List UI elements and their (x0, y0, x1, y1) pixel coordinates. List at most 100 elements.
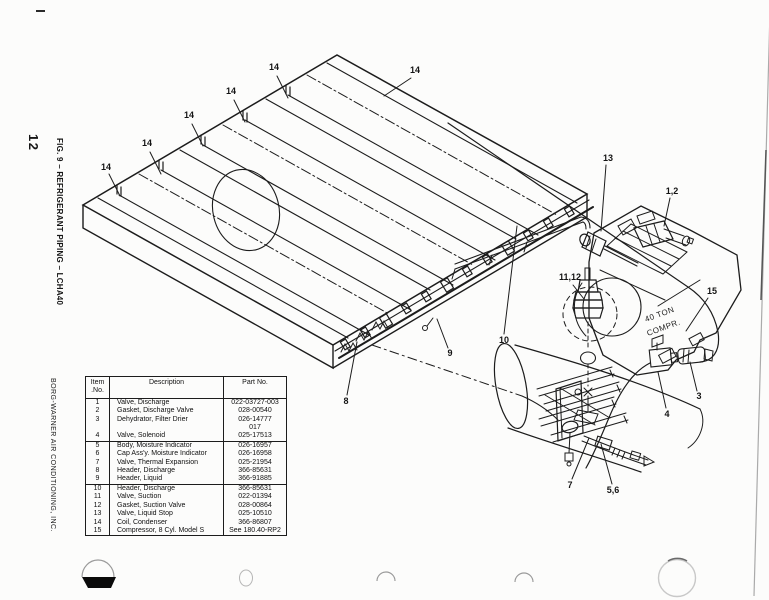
punch-hole (376, 571, 396, 582)
callout-label: 15 (707, 286, 717, 296)
table-cell-part: 028-00540 (238, 407, 272, 415)
table-cell-item: 8 (86, 467, 110, 476)
punch-hole (657, 558, 697, 598)
table-cell-item: 9 (86, 475, 110, 484)
parts-table-header: Item .No. Description Part No. (86, 377, 286, 399)
filter-drier (677, 346, 706, 365)
table-cell-description: Body, Moisture Indicator (110, 441, 224, 451)
scan-artifacts (81, 26, 769, 598)
callout-label: 14 (142, 138, 152, 148)
callout-label: 8 (343, 396, 348, 406)
table-cell-description: Coil, Condenser (110, 518, 224, 527)
table-cell-item: 12 (86, 501, 110, 511)
table-cell-description: Cap Ass'y. Moisture Indicator (110, 450, 224, 459)
table-cell-part: 366-85631 (238, 467, 272, 475)
table-cell-description: Gasket, Discharge Valve (110, 407, 224, 416)
punch-hole (514, 572, 534, 583)
scan-mark (36, 10, 45, 12)
table-cell-description: Valve, Solenoid (110, 432, 224, 441)
table-cell-item: 10 (86, 484, 110, 494)
callout-label: 10 (499, 335, 509, 345)
table-cell-item: 11 (86, 493, 110, 502)
table-cell-item: 6 (86, 450, 110, 459)
table-cell-part: 366-85631 (238, 484, 272, 492)
callout-label: 5,6 (607, 485, 620, 495)
compressor-barrel (493, 342, 704, 473)
table-cell-description: Header, Discharge (110, 467, 224, 476)
table-cell-item: 2 (86, 407, 110, 416)
table-cell-item: 4 (86, 432, 110, 441)
column-header-description: Description (110, 377, 224, 398)
solenoid-valve (648, 347, 673, 368)
table-cell-description: Compressor, 8 Cyl. Model S (110, 526, 224, 536)
discharge-valve (633, 210, 695, 248)
table-cell-part: 025-21954 (238, 458, 272, 466)
table-cell-description: Valve, Liquid Stop (110, 510, 224, 519)
table-cell-description: Valve, Thermal Expansion (110, 458, 224, 468)
table-cell-item: 1 (86, 398, 110, 408)
punch-hole (81, 559, 115, 578)
callout-label: 14 (410, 65, 420, 75)
callout-label: 14 (269, 62, 279, 72)
table-cell-description: Dehydrator, Filter Drier (110, 415, 224, 433)
expansion-valve (555, 380, 584, 467)
table-cell-part: 028-00864 (238, 501, 272, 509)
table-cell-part: 025-10510 (238, 510, 272, 518)
table-cell-item: 3 (86, 415, 110, 433)
callout-label: 14 (184, 110, 194, 120)
callout-label: 14 (101, 162, 111, 172)
callout-label: 14 (226, 86, 236, 96)
liquid-stop-valve (579, 231, 639, 267)
punch-hole (667, 557, 688, 562)
condenser-coil-slab (81, 54, 589, 370)
column-header-part: Part No. (242, 379, 268, 386)
table-cell-part: 026-16958 (238, 450, 272, 458)
table-cell-part: 026-16957 (238, 441, 272, 449)
table-cell-part: 022-03727-003 (231, 398, 279, 406)
callout-label: 7 (567, 480, 572, 490)
table-cell-part: 366-86807 (238, 518, 272, 526)
leader-lines (108, 75, 709, 485)
page-edge-line-dark (760, 149, 767, 301)
table-cell-description: Header, Liquid (110, 475, 224, 484)
liquid-loop (585, 334, 714, 469)
table-cell-part: 366-91885 (238, 475, 272, 483)
table-cell-part: See 180.40-RP2 (229, 526, 281, 534)
table-cell-item: 15 (86, 526, 110, 536)
callout-label: 1,2 (666, 186, 679, 196)
callout-label: 4 (664, 409, 669, 419)
table-cell-item: 5 (86, 441, 110, 451)
table-cell-description: Valve, Discharge (110, 398, 224, 408)
table-cell-item: 13 (86, 510, 110, 519)
punch-hole (239, 569, 253, 587)
callout-label: 11,12 (559, 272, 581, 282)
liquid-line (447, 122, 720, 363)
moisture-indicator (581, 435, 656, 467)
callout-label: 3 (696, 391, 701, 401)
table-cell-description: Gasket, Suction Valve (110, 501, 224, 511)
punch-hole-shadow (82, 577, 116, 588)
table-cell-item: 14 (86, 518, 110, 527)
callout-label: 9 (447, 348, 452, 358)
table-cell-part: 022-01394 (238, 493, 272, 501)
suction-gasket (579, 351, 597, 365)
suction-line (371, 344, 523, 397)
